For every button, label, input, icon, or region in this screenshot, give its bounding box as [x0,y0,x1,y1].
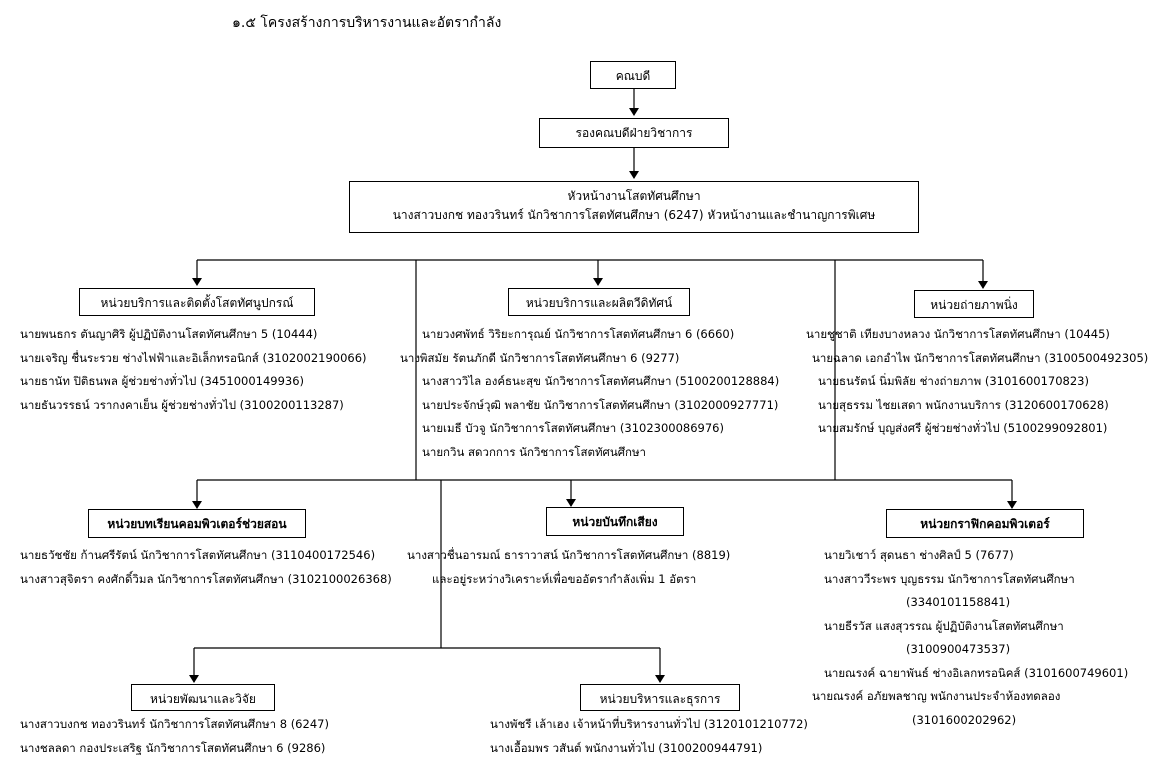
unit-graphic-label: หน่วยกราฟิกคอมพิวเตอร์ [920,517,1050,531]
page-title: ๑.๕ โครงสร้างการบริหารงานและอัตรากำลัง [232,15,502,31]
list-item: นายธานัท ปิติธนพล ผู้ช่วยช่างทั่วไป (345… [20,374,305,388]
dean-box: คณบดี [590,61,676,89]
list-item: (3101600202962) [912,712,1017,727]
research-staff-list: นางสาวบงกช ทองวรินทร์ นักวิชาการโสตทัศนศ… [20,713,329,760]
list-item: นายเจริญ ชื่นระรวย ช่างไฟฟ้าและอิเล็กทรอ… [20,350,367,365]
head-box: หัวหน้างานโสตทัศนศึกษา นางสาวบงกช ทองวริ… [349,181,919,233]
unit-cai-box: หน่วยบทเรียนคอมพิวเตอร์ช่วยสอน [88,509,306,538]
video-staff-list: นายวงศพัทธ์ วิริยะการุณย์ นักวิชาการโสตท… [400,323,779,464]
unit-research-label: หน่วยพัฒนาและวิจัย [150,692,256,706]
list-item: นางชลลดา กองประเสริฐ นักวิชาการโสตทัศนศึ… [20,740,326,755]
list-item: นายประจักษ์วุฒิ พลาชัย นักวิชาการโสตทัศน… [422,397,779,412]
unit-graphic-box: หน่วยกราฟิกคอมพิวเตอร์ [886,509,1084,538]
unit-admin-label: หน่วยบริหารและธุรการ [599,692,721,706]
unit-video-box: หน่วยบริการและผลิตวีดิทัศน์ [508,288,690,316]
list-item: นายกวิน สดวกการ นักวิชาการโสตทัศนศึกษา [422,444,647,459]
unit-audio-box: หน่วยบันทึกเสียง [546,507,684,536]
list-item: นายณรงค์ อภัยพลชาญ พนักงานประจำห้องทดลอง [812,689,1061,703]
head-name: นางสาวบงกช ทองวรินทร์ นักวิชาการโสตทัศนศ… [392,208,876,222]
list-item: นายณรงค์ ฉายาพันธ์ ช่างอิเลกทรอนิคส์ (31… [824,665,1129,680]
list-item: นางพัชรี เล้าเฮง เจ้าหน้าที่บริหารงานทั่… [490,717,808,731]
cai-staff-list: นายธวัชชัย ก้านศรีรัตน์ นักวิชาการโสตทัศ… [20,544,392,591]
install-staff-list: นายพนธกร ตันญาศิริ ผู้ปฏิบัติงานโสตทัศนศ… [20,323,367,417]
graphic-staff-list: นายวิเชาว์ สุดนธา ช่างศิลป์ 5 (7677) นาง… [812,544,1128,732]
list-item: นายสุธรรม ไชยเสดา พนักงานบริการ (3120600… [818,397,1109,412]
dean-label: คณบดี [615,69,651,83]
list-item: นางสาววิไล องค์ธนะสุข นักวิชาการโสตทัศนศ… [422,374,780,388]
unit-cai-label: หน่วยบทเรียนคอมพิวเตอร์ช่วยสอน [107,517,287,531]
list-item: นายชูชาติ เทียงบางหลวง นักวิชาการโสตทัศน… [806,327,1110,341]
list-item: นางเอื้อมพร วสันต์ พนักงานทั่วไป (310020… [490,740,763,755]
vice-dean-label: รองคณบดีฝ่ายวิชาการ [575,126,693,140]
list-item: (3340101158841) [906,595,1011,609]
unit-photo-box: หน่วยถ่ายภาพนิ่ง [914,290,1034,318]
list-item: นายธีรวัส แสงสุวรรณ ผู้ปฏิบัติงานโสตทัศน… [824,618,1064,633]
list-item: นางสาวชื่นอารมณ์ ธาราวาสน์ นักวิชาการโสต… [407,548,731,562]
list-item: นางสาวสุจิตรา คงศักดิ์วิมล นักวิชาการโสต… [20,571,392,586]
list-item: นายธันวรรธน์ วรากงคาเย็น ผู้ช่วยช่างทั่ว… [20,397,344,412]
list-item: นายวงศพัทธ์ วิริยะการุณย์ นักวิชาการโสตท… [422,327,735,341]
list-item: นายพนธกร ตันญาศิริ ผู้ปฏิบัติงานโสตทัศนศ… [20,327,318,341]
unit-audio-label: หน่วยบันทึกเสียง [572,515,658,529]
unit-photo-label: หน่วยถ่ายภาพนิ่ง [930,298,1018,312]
list-item: นายธนรัตน์ นิ่มพิลัย ช่างถ่ายภาพ (310160… [818,374,1089,388]
unit-install-box: หน่วยบริการและติดตั้งโสตทัศนูปกรณ์ [79,288,315,316]
list-item: นางสาววีระพร บุญธรรม นักวิชาการโสตทัศนศึ… [824,571,1075,586]
vice-dean-box: รองคณบดีฝ่ายวิชาการ [539,118,729,148]
list-item: นายเมธี บัวจู นักวิชาการโสตทัศนศึกษา (31… [422,421,724,435]
audio-staff-list: นางสาวชื่นอารมณ์ ธาราวาสน์ นักวิชาการโสต… [407,544,730,591]
list-item: นายวิเชาว์ สุดนธา ช่างศิลป์ 5 (7677) [824,548,1014,562]
unit-research-box: หน่วยพัฒนาและวิจัย [131,684,275,711]
list-item: นางสาวบงกช ทองวรินทร์ นักวิชาการโสตทัศนศ… [20,717,329,731]
photo-staff-list: นายชูชาติ เทียงบางหลวง นักวิชาการโสตทัศน… [806,323,1148,441]
admin-staff-list: นางพัชรี เล้าเฮง เจ้าหน้าที่บริหารงานทั่… [490,713,808,760]
head-title: หัวหน้างานโสตทัศนศึกษา [567,189,701,203]
list-item: นายสมรักษ์ บุญส่งศรี ผู้ช่วยช่างทั่วไป (… [818,421,1108,435]
list-item: (3100900473537) [906,642,1011,656]
unit-install-label: หน่วยบริการและติดตั้งโสตทัศนูปกรณ์ [100,296,294,310]
unit-admin-box: หน่วยบริหารและธุรการ [580,684,740,711]
list-item: นางพิสมัย รัตนภักดี นักวิชาการโสตทัศนศึก… [400,350,680,365]
list-item: นายฉลาด เอกอำไพ นักวิชาการโสตทัศนศึกษา (… [812,350,1149,365]
list-item: นายธวัชชัย ก้านศรีรัตน์ นักวิชาการโสตทัศ… [20,548,376,562]
list-item: และอยู่ระหว่างวิเคราะห์เพื่อขออัตรากำลัง… [432,571,697,586]
unit-video-label: หน่วยบริการและผลิตวีดิทัศน์ [525,296,673,310]
